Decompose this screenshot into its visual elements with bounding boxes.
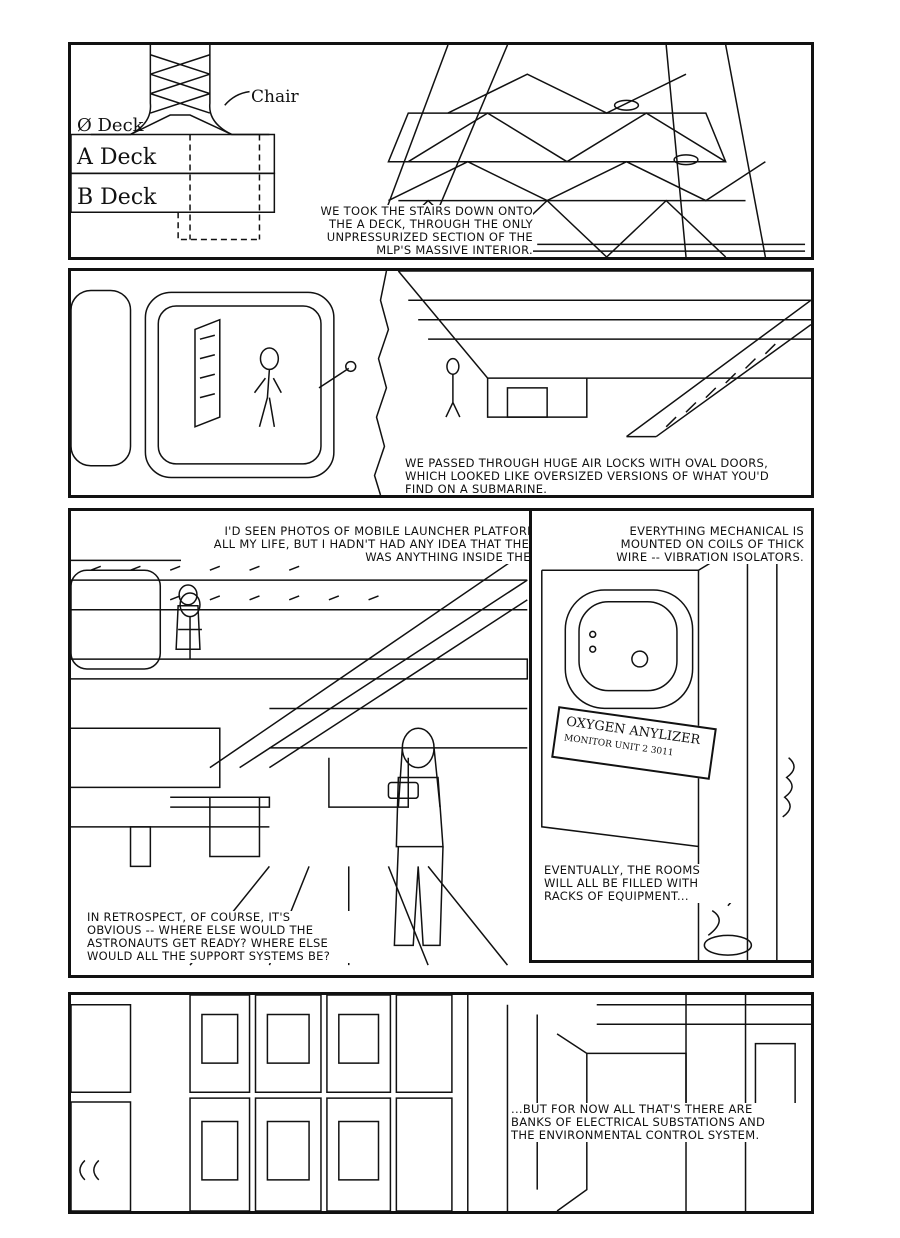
caption-panel3-bottom: IN RETROSPECT, OF COURSE, IT'S OBVIOUS -… bbox=[87, 911, 377, 963]
caption-panel2: WE PASSED THROUGH HUGE AIR LOCKS WITH OV… bbox=[405, 457, 811, 495]
caption-panel4: ...BUT FOR NOW ALL THAT'S THERE ARE BANK… bbox=[511, 1103, 811, 1142]
caption-panel1: WE TOOK THE STAIRS DOWN ONTO THE A DECK,… bbox=[283, 205, 533, 257]
label-a-deck: A Deck bbox=[77, 145, 157, 170]
label-b-deck: B Deck bbox=[77, 185, 157, 210]
panel-tower-stairs: Chair Ø Deck A Deck B Deck WE TOOK THE S… bbox=[68, 42, 814, 260]
panel-interior-walkway: I'D SEEN PHOTOS OF MOBILE LAUNCHER PLATF… bbox=[68, 508, 814, 978]
label-chair: Chair bbox=[251, 87, 299, 107]
tower-lattice-drawing bbox=[71, 45, 811, 257]
panel-air-locks: WE PASSED THROUGH HUGE AIR LOCKS WITH OV… bbox=[68, 268, 814, 498]
label-o-deck: Ø Deck bbox=[77, 115, 144, 136]
caption-inset-bottom: EVENTUALLY, THE ROOMS WILL ALL BE FILLED… bbox=[544, 864, 744, 903]
air-lock-drawing bbox=[71, 271, 811, 495]
panel-electrical-substations: ...BUT FOR NOW ALL THAT'S THERE ARE BANK… bbox=[68, 992, 814, 1214]
inset-panel-vibration-isolators: EVERYTHING MECHANICAL IS MOUNTED ON COIL… bbox=[529, 511, 811, 963]
caption-inset-top: EVERYTHING MECHANICAL IS MOUNTED ON COIL… bbox=[572, 525, 804, 564]
caption-panel3-top: I'D SEEN PHOTOS OF MOBILE LAUNCHER PLATF… bbox=[181, 525, 545, 564]
